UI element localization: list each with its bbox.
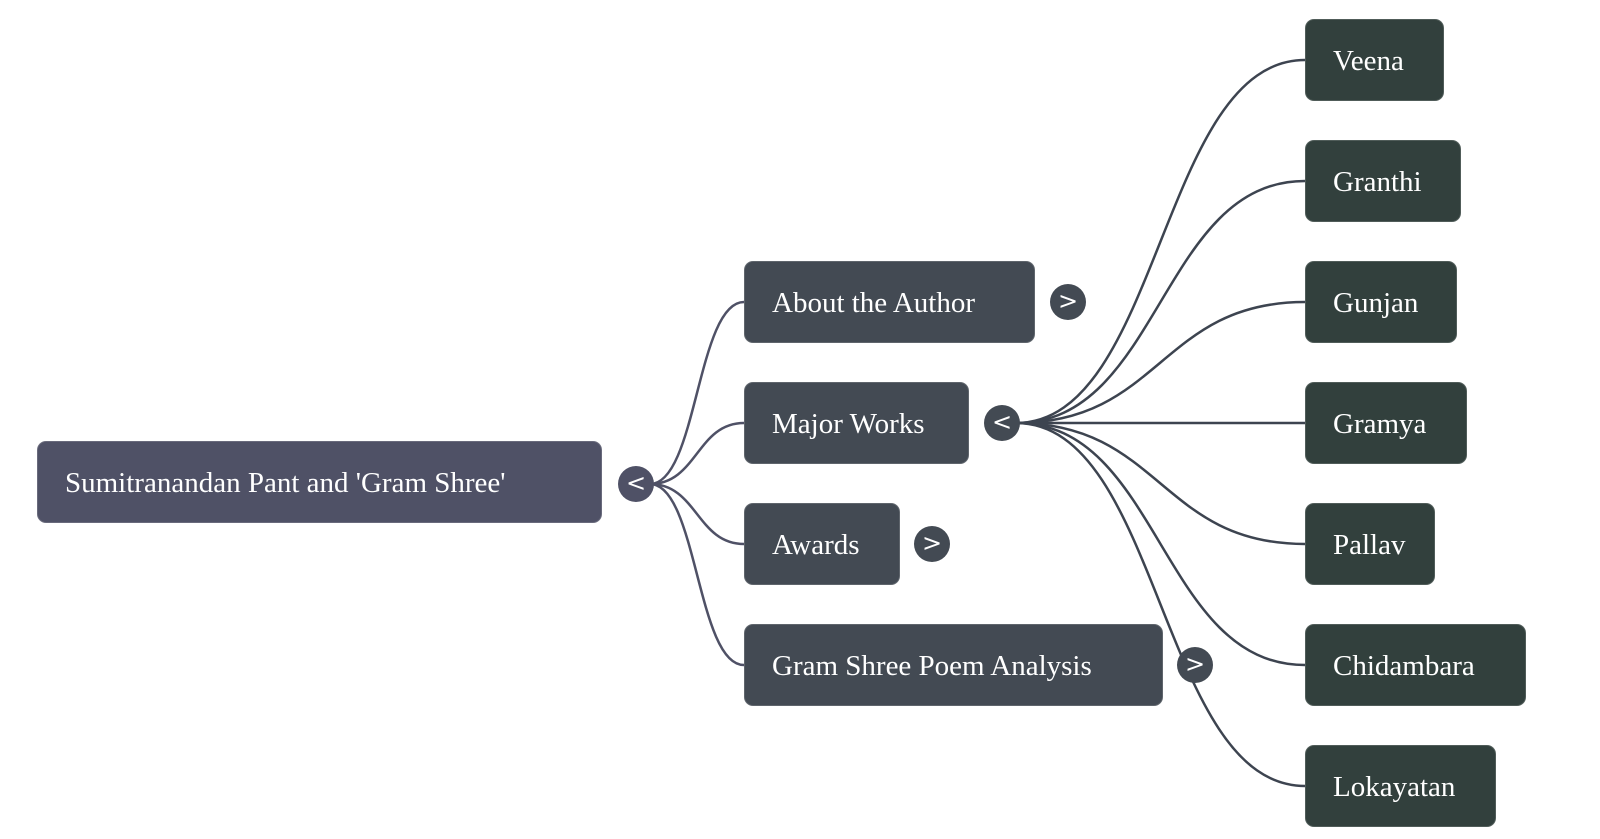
gram-shree-poem-analysis-expand-toggle[interactable]: > [1177, 647, 1213, 683]
link-root-to-branch-about-the-author [649, 300, 745, 486]
about-the-author-expand-toggle[interactable]: > [1050, 284, 1086, 320]
link-major-works-to-leaf-veena [1015, 58, 1306, 425]
awards-expand-toggle[interactable]: > [914, 526, 950, 562]
link-root-to-branch-gram-shree-poem-analysis [649, 482, 745, 667]
leaf-lokayatan[interactable]: Lokayatan [1305, 745, 1496, 827]
root-collapse-toggle[interactable]: < [618, 466, 654, 502]
branch-major-works[interactable]: Major Works [744, 382, 969, 464]
branch-gram-shree-poem-analysis[interactable]: Gram Shree Poem Analysis [744, 624, 1163, 706]
link-root-to-branch-major-works [649, 421, 745, 486]
branch-awards[interactable]: Awards [744, 503, 900, 585]
leaf-pallav[interactable]: Pallav [1305, 503, 1435, 585]
link-major-works-to-leaf-chidambara [1015, 421, 1306, 667]
link-major-works-to-leaf-pallav [1015, 421, 1306, 546]
leaf-gramya[interactable]: Gramya [1305, 382, 1467, 464]
branch-about-the-author[interactable]: About the Author [744, 261, 1035, 343]
link-major-works-to-leaf-lokayatan [1015, 421, 1306, 788]
root-node[interactable]: Sumitranandan Pant and 'Gram Shree' [37, 441, 602, 523]
major-works-collapse-toggle[interactable]: < [984, 405, 1020, 441]
leaf-veena[interactable]: Veena [1305, 19, 1444, 101]
leaf-granthi[interactable]: Granthi [1305, 140, 1461, 222]
link-major-works-to-leaf-granthi [1015, 179, 1306, 425]
link-root-to-branch-awards [649, 482, 745, 546]
leaf-gunjan[interactable]: Gunjan [1305, 261, 1457, 343]
link-major-works-to-leaf-gunjan [1015, 300, 1306, 425]
leaf-chidambara[interactable]: Chidambara [1305, 624, 1526, 706]
